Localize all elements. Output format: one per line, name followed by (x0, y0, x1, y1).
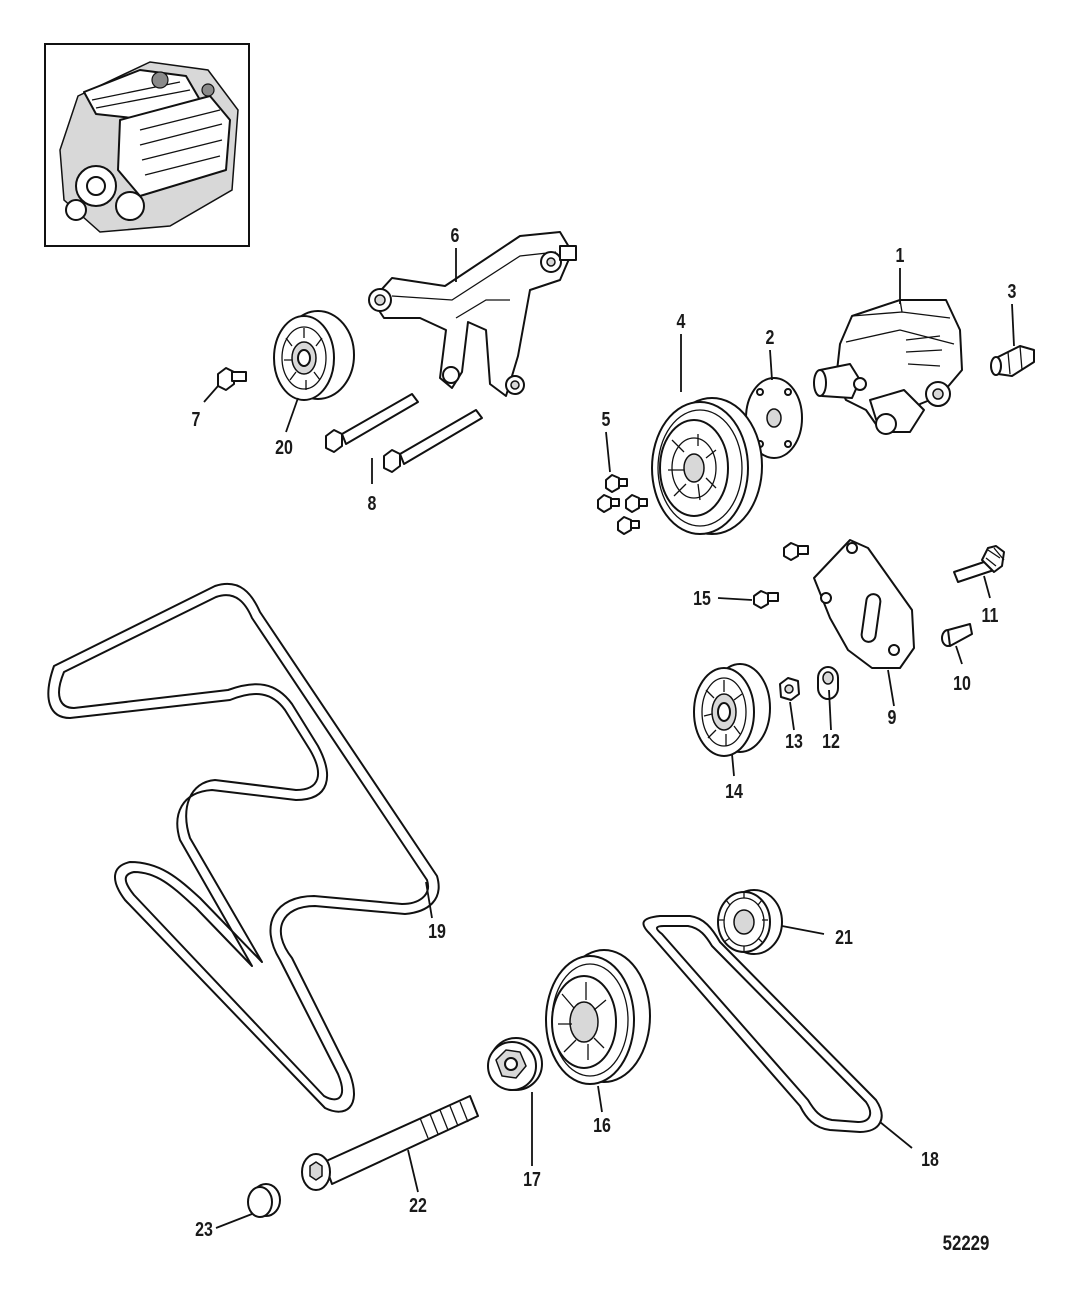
callout-3: 3 (1008, 280, 1017, 302)
fitting (990, 345, 1035, 377)
screw (941, 623, 973, 647)
callout-14: 14 (725, 780, 743, 802)
callout-9: 9 (888, 706, 897, 728)
callout-2: 2 (766, 326, 775, 348)
power-steering-pump (813, 299, 963, 435)
callout-13: 13 (785, 730, 803, 752)
callout-8: 8 (368, 492, 377, 514)
callout-12: 12 (822, 730, 840, 752)
callout-17: 17 (523, 1168, 541, 1190)
idler-pulley (273, 310, 355, 401)
engine-illustration (59, 61, 239, 233)
figure-number: 52229 (943, 1232, 990, 1255)
callout-4: 4 (677, 310, 686, 332)
bolt-idler (217, 367, 247, 391)
callout-11: 11 (982, 604, 999, 626)
callout-20: 20 (275, 436, 293, 458)
callout-21: 21 (835, 926, 853, 948)
plate-bolt (783, 542, 809, 561)
callout-15: 15 (693, 587, 711, 609)
callout-10: 10 (953, 672, 971, 694)
toothed-sprocket (717, 889, 783, 955)
long-bolts (325, 393, 483, 473)
drive-belt (642, 915, 883, 1133)
pump-pulley (651, 397, 763, 535)
crank-pulley (545, 949, 651, 1085)
nut (779, 677, 800, 701)
cap (247, 1183, 281, 1218)
callout-18: 18 (921, 1148, 939, 1170)
pulley-bolts (597, 474, 648, 535)
crank-bolt (301, 1095, 479, 1191)
callout-16: 16 (593, 1114, 611, 1136)
bracket (368, 231, 577, 397)
stud (953, 545, 1005, 583)
callout-labels: 1 2 3 4 5 6 7 8 9 10 11 12 13 14 15 16 1… (192, 224, 1017, 1240)
callout-1: 1 (896, 244, 905, 266)
spacer (817, 666, 839, 700)
callout-5: 5 (602, 408, 611, 430)
callout-19: 19 (428, 920, 446, 942)
callout-23: 23 (195, 1218, 213, 1240)
tensioner-plate (813, 539, 915, 669)
tensioner-pulley (693, 663, 771, 757)
callout-7: 7 (192, 408, 201, 430)
callout-6: 6 (451, 224, 460, 246)
tensioner-bolt (753, 590, 779, 609)
engine-locator-thumbnail (44, 43, 250, 247)
callout-22: 22 (409, 1194, 427, 1216)
serpentine-belt (47, 582, 440, 1113)
leader-lines (203, 248, 1015, 1229)
crank-washer (487, 1037, 543, 1091)
